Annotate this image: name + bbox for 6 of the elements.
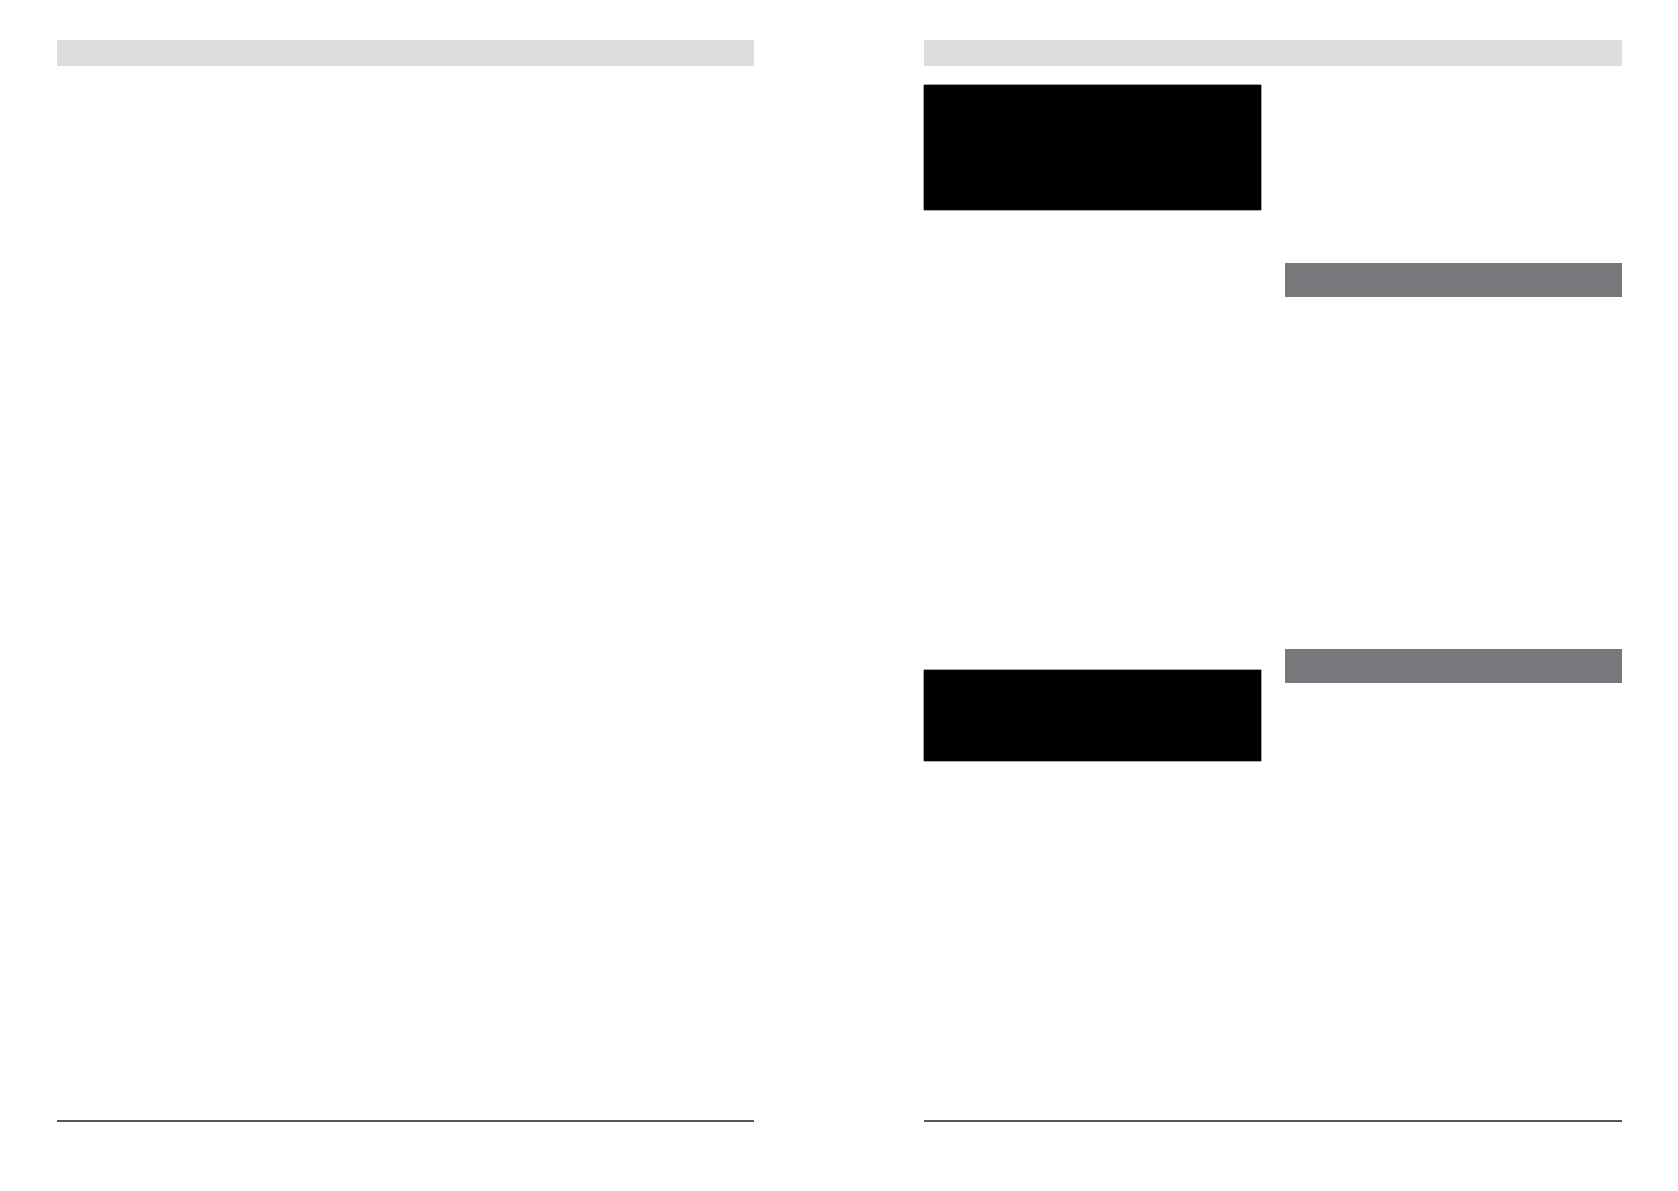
filled-box [923, 84, 1262, 211]
header-bar [1285, 263, 1622, 297]
filled-box [923, 669, 1262, 762]
header-bar [57, 40, 754, 66]
header-bar [1285, 649, 1622, 683]
header-bar [924, 40, 1622, 66]
